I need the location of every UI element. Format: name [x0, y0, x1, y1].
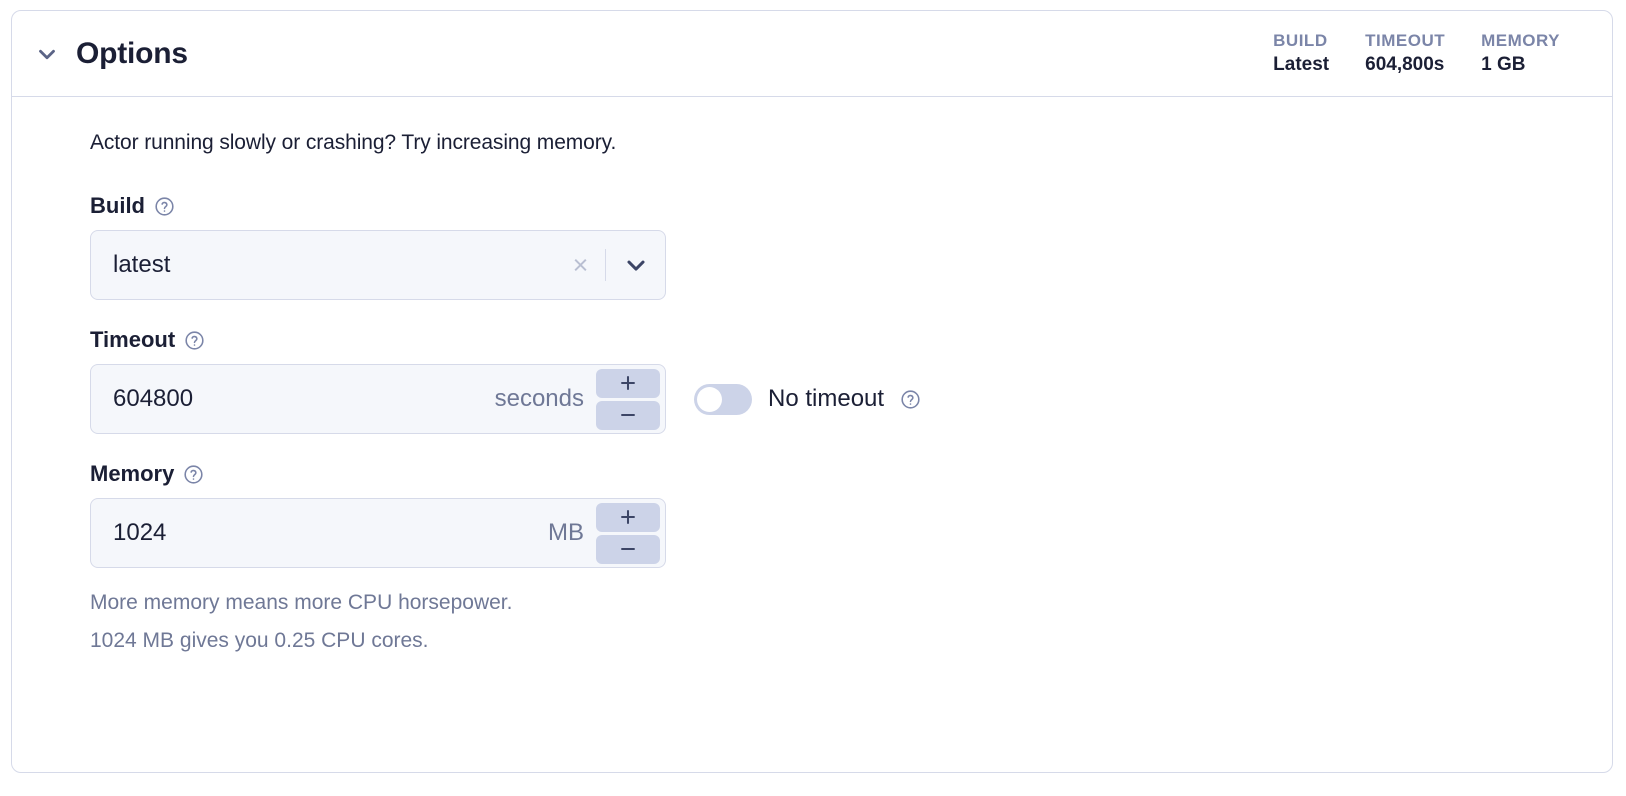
summary-value-build: Latest	[1273, 54, 1330, 75]
help-circle-icon[interactable]	[184, 330, 205, 351]
plus-icon[interactable]	[596, 502, 660, 532]
memory-hint: More memory means more CPU horsepower. 1…	[90, 584, 1612, 660]
summary-item-memory: MEMORY 1 GB	[1481, 31, 1560, 76]
plus-icon[interactable]	[596, 368, 660, 398]
timeout-unit: seconds	[494, 385, 584, 412]
timeout-input-wrapper[interactable]: 604800 seconds	[90, 364, 666, 434]
minus-icon[interactable]	[596, 534, 660, 564]
timeout-field: Timeout 604800 seconds	[90, 327, 1612, 434]
no-timeout-label: No timeout	[768, 385, 885, 412]
summary-label-memory: MEMORY	[1481, 31, 1560, 50]
summary-item-timeout: TIMEOUT 604,800s	[1365, 31, 1445, 76]
memory-field: Memory 1024 MB	[90, 461, 1612, 660]
summary-label-build: BUILD	[1273, 31, 1328, 50]
timeout-label-row: Timeout	[90, 327, 1612, 353]
memory-input-wrapper[interactable]: 1024 MB	[90, 498, 666, 568]
minus-icon[interactable]	[596, 400, 660, 430]
no-timeout-group: No timeout	[694, 383, 921, 415]
intro-text: Actor running slowly or crashing? Try in…	[90, 131, 617, 154]
memory-hint-line-2: 1024 MB gives you 0.25 CPU cores.	[90, 628, 429, 652]
memory-unit: MB	[548, 519, 584, 546]
options-card-body: Actor running slowly or crashing? Try in…	[12, 97, 1612, 660]
build-label: Build	[90, 193, 145, 218]
chevron-down-icon[interactable]	[619, 248, 653, 282]
memory-label-row: Memory	[90, 461, 1612, 487]
timeout-stepper	[596, 368, 660, 430]
chevron-down-icon[interactable]	[34, 41, 60, 67]
summary-value-memory: 1 GB	[1481, 54, 1526, 75]
options-card-header: Options BUILD Latest TIMEOUT 604,800s ME…	[12, 11, 1612, 97]
options-summary: BUILD Latest TIMEOUT 604,800s MEMORY 1 G…	[1273, 31, 1586, 76]
select-divider	[604, 249, 606, 281]
help-circle-icon[interactable]	[183, 464, 204, 485]
summary-value-timeout: 604,800s	[1365, 54, 1445, 75]
options-card: Options BUILD Latest TIMEOUT 604,800s ME…	[11, 10, 1613, 773]
help-circle-icon[interactable]	[900, 389, 921, 410]
timeout-input[interactable]: 604800	[113, 385, 194, 412]
memory-label: Memory	[90, 461, 175, 486]
no-timeout-toggle[interactable]	[694, 383, 752, 415]
close-icon[interactable]: ×	[572, 249, 589, 280]
toggle-knob	[697, 386, 722, 412]
build-select-value: latest	[113, 251, 171, 278]
options-collapse-toggle[interactable]: Options	[34, 37, 188, 71]
memory-input[interactable]: 1024	[113, 519, 167, 546]
build-label-row: Build	[90, 193, 1612, 219]
memory-hint-line-1: More memory means more CPU horsepower.	[90, 591, 513, 614]
memory-stepper	[596, 502, 660, 564]
summary-item-build: BUILD Latest	[1273, 31, 1329, 76]
build-field: Build latest ×	[90, 193, 1612, 300]
timeout-label: Timeout	[90, 327, 176, 352]
summary-label-timeout: TIMEOUT	[1365, 31, 1446, 50]
timeout-row: 604800 seconds	[90, 364, 1612, 434]
build-select[interactable]: latest ×	[90, 230, 666, 300]
help-circle-icon[interactable]	[154, 196, 175, 217]
page-title: Options	[76, 36, 188, 70]
